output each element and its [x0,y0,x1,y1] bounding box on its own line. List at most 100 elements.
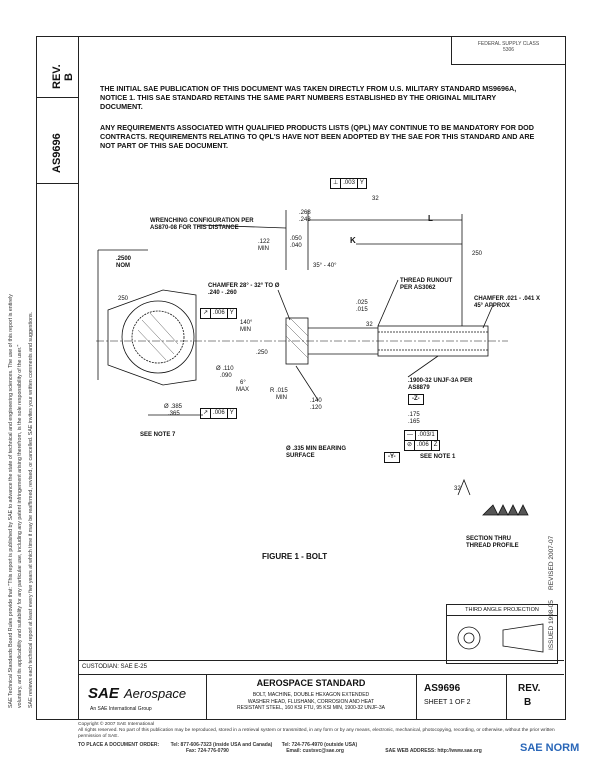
supply-class-box: FEDERAL SUPPLY CLASS 5306 [451,36,565,65]
order-row-2: Fax: 724-776-0790 Email: custsvc@sae.org… [78,748,564,754]
dim-nom: NOM [116,263,130,269]
custodian: CUSTODIAN: SAE E-25 [82,664,147,670]
finish-250-right: 250 [472,251,483,257]
order-tel-1: Tel: 877-606-7323 (inside USA and Canada… [170,742,273,748]
order-fax: Fax: 724-776-0790 [186,748,229,754]
fcf-stack-2-symbol: ⊘ [405,441,416,450]
fcf-mid-datum: Y [229,310,234,316]
dim-122: .122 [258,239,270,245]
rev-box-top: REV. B [37,37,79,98]
finish-top: 32 [372,196,379,202]
figure-caption: FIGURE 1 - BOLT [262,552,328,561]
supply-class-value: 5306 [502,47,515,53]
bolt-washer-circle [121,300,195,374]
dim-L: L [428,214,433,223]
see-note-1: SEE NOTE 1 [420,454,456,460]
footer: Copyright © 2007 SAE International All r… [78,722,564,754]
finish-250-left: 250 [118,296,129,302]
fcf-top: ⊥ .003 Y [330,178,367,189]
desc-line-2: WASHER HEAD, FLUSHANK, CORROSION AND HEA… [247,698,375,705]
dim-015: .015 [356,307,368,313]
order-email: Email: custsvc@sae.org [286,748,344,754]
notice-paragraph-2: ANY REQUIREMENTS ASSOCIATED WITH QUALIFI… [100,123,535,150]
fcf-stack-2: ⊘ .006 Z [404,440,441,451]
side-note-3: SAE reviews each technical report at lea… [28,311,34,708]
finish-32-section: 32 [454,486,461,492]
rev-value-top: B [63,73,75,81]
logo-aerospace: Aerospace [124,686,187,701]
fcf-mid-value: .006 [211,309,228,318]
doc-number-side: AS9696 [51,133,63,173]
dim-6deg-max: MAX [236,387,250,393]
bolt-head-outline [107,289,197,386]
sheet-number: SHEET 1 OF 2 [424,699,471,706]
projection-box: THIRD ANGLE PROJECTION [446,604,558,664]
desc-line-3: RESISTANT STEEL, 160 KSI FTU, 95 KSI MIN… [237,705,385,711]
fcf-stack-2-value: .006 [415,441,432,450]
dim-090: .090 [220,373,232,379]
thread-spec: .1900-32 UNJF-3A PER AS8879 [408,378,473,391]
doc-number-cell: AS9696 SHEET 1 OF 2 [416,675,507,719]
rev-cell: REV. B [506,675,564,719]
rev-label: REV. [518,683,541,694]
fcf-top-datum: Y [359,180,364,186]
fcf-stack-1-symbol: — [405,431,416,440]
dim-050: .050 [290,236,302,242]
dim-140deg-min: MIN [240,327,251,333]
see-note-7: SEE NOTE 7 [140,432,176,438]
thread-profile-section [482,504,529,516]
dim-175: .175 [408,412,420,418]
left-column: REV. B AS9696 [36,36,79,720]
dim-140: .140 [310,398,322,404]
finish-32-mid: 32 [366,322,373,328]
dim-122-min: MIN [258,246,269,252]
section-note: SECTION THRU THREAD PROFILE [466,536,519,549]
bearing-note: Ø .335 MIN BEARING SURFACE [286,446,347,459]
dim-248: .248 [299,217,311,223]
fcf-stack-1-value: .003/1 [418,432,435,438]
dim-r015: R .015 [270,388,288,394]
dim-165: .165 [408,419,420,425]
drawing-frame [78,36,566,720]
order-label: TO PLACE A DOCUMENT ORDER: [78,742,160,748]
rights-notice: All rights reserved. No part of this pub… [78,728,555,739]
projection-symbol [457,623,544,653]
fcf-stack-2-datum: Z [433,442,438,448]
chamfer-note-2: CHAMFER .021 - .041 X 45° APPROX [474,296,541,309]
web-address[interactable]: SAE WEB ADDRESS: http://www.sae.org [385,748,482,754]
revised-date: REVISED 2007-07 [548,535,555,590]
copyright: Copyright © 2007 SAE International [78,722,155,727]
supply-class-label: FEDERAL SUPPLY CLASS [477,41,540,47]
fcf-top-value: .003 [341,179,358,188]
dim-2500: .2500 [116,256,132,262]
wrench-hex [131,310,185,364]
order-row: TO PLACE A DOCUMENT ORDER: Tel: 877-606-… [78,742,564,748]
datum-z: -Z- [408,394,424,405]
dim-040: .040 [290,243,302,249]
logo-subtitle: An SAE International Group [90,706,152,712]
doc-number: AS9696 [424,683,461,694]
doc-number-side-box: AS9696 [37,97,79,184]
order-tel-2: Tel: 724-776-4970 (outside USA) [281,742,358,748]
dim-140deg: 140° [240,320,253,326]
dim-6deg: 6° [240,380,246,386]
logo-cell: SAE Aerospace An SAE International Group [78,675,207,719]
title-cell: AEROSPACE STANDARD BOLT, MACHINE, DOUBLE… [206,675,417,719]
dim-025: .025 [356,300,368,306]
side-note-2: voluntary, and its applicability and sui… [17,344,23,708]
rev-label-top: REV. [51,64,63,89]
fcf-low-datum: Y [229,410,234,416]
part-description: BOLT, MACHINE, DOUBLE HEXAGON EXTENDED W… [206,692,416,712]
standard-title: AEROSPACE STANDARD [256,678,366,688]
fcf-low-symbol: ↗ [201,409,212,418]
chamfer-note-1: CHAMFER 28° - 32° TO Ø .240 - .260 [208,283,280,296]
fcf-mid: ↗ .006 Y [200,308,237,319]
projection-label: THIRD ANGLE PROJECTION [447,605,557,616]
notice-paragraph-1: THE INITIAL SAE PUBLICATION OF THIS DOCU… [100,84,517,111]
dim-385: Ø .385 [164,404,183,410]
dim-120: .120 [310,405,322,411]
dim-K: K [350,236,356,245]
rev-value: B [524,697,532,708]
datum-y: -Y- [384,452,400,463]
fcf-mid-symbol: ↗ [201,309,212,318]
